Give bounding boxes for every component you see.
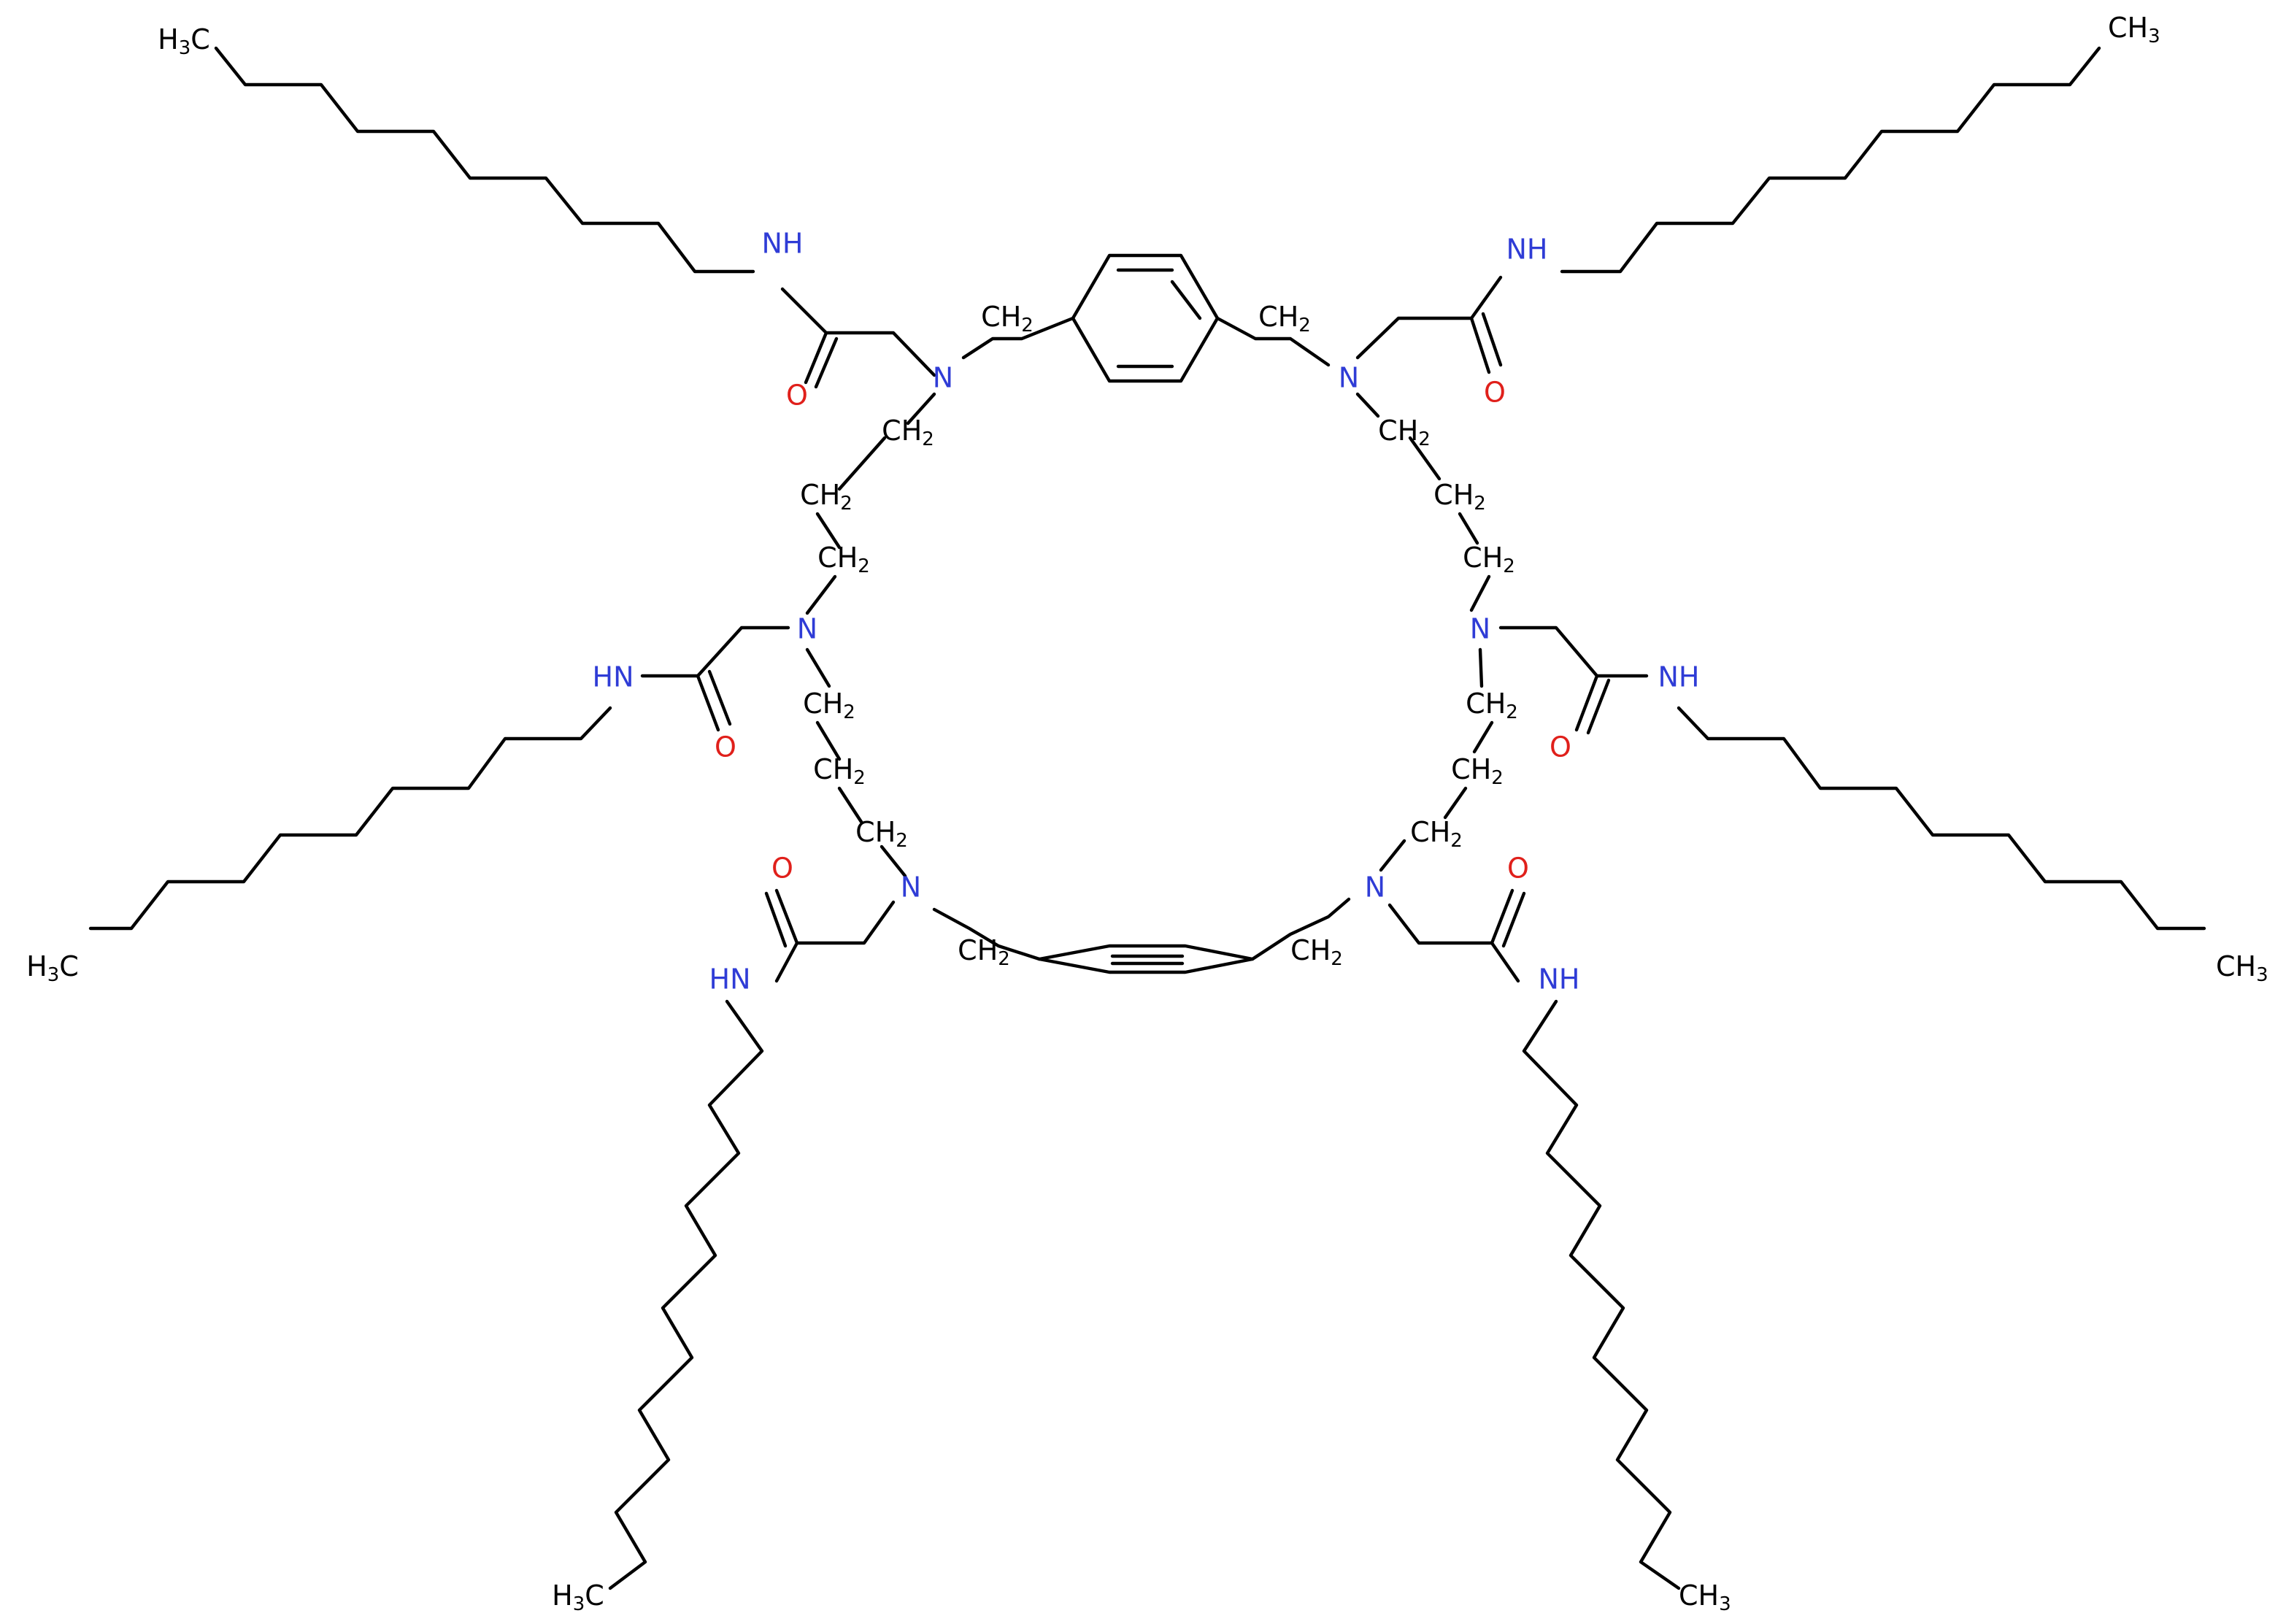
ch3-label-bl: H3C: [552, 1579, 604, 1615]
bond-chain-tl: [214, 46, 755, 274]
o-label-tl: O: [786, 380, 808, 412]
o-label-br: O: [1507, 853, 1529, 885]
bond-amide-tl: [780, 287, 936, 377]
bond-l-walk3: [815, 512, 842, 550]
bond-r-walk4: [1478, 647, 1484, 688]
bond-r-walk8: [1355, 392, 1380, 418]
n-label-6: N: [1470, 613, 1490, 645]
bond-r-walk7: [1408, 436, 1442, 481]
ch2-bottom-left: CH2: [958, 934, 1010, 970]
bond-co2-r: [1586, 678, 1611, 735]
o-label-tr: O: [1484, 377, 1506, 409]
bond-co-tl: [804, 331, 828, 385]
bond-r-walk2: [1443, 786, 1468, 820]
bond-amide-l: [640, 626, 790, 678]
ch2-l5: CH2: [813, 753, 866, 789]
bond-co2-tl: [814, 336, 839, 389]
ch3-label-tl: H3C: [158, 23, 210, 59]
ch2-bottom-right: CH2: [1290, 934, 1343, 970]
ch2-l2: CH2: [800, 479, 852, 515]
bond-amide-br: [1387, 903, 1520, 983]
nh-label-tl: NH: [762, 228, 804, 260]
ch2-l1: CH2: [882, 415, 934, 450]
bond-ring-bot: [1037, 944, 1255, 974]
n-label-3: N: [797, 613, 817, 645]
ch3-label-l: H3C: [26, 950, 79, 986]
bond-amide-bl: [774, 900, 896, 983]
ch2-r2: CH2: [1451, 753, 1504, 789]
o-label-r: O: [1550, 731, 1571, 763]
nh-label-l: HN: [593, 661, 634, 693]
bond-l-walk2: [837, 436, 887, 491]
bond-co-br: [1490, 888, 1514, 945]
nh-label-r: NH: [1658, 661, 1700, 693]
n-label-1: N: [933, 362, 953, 394]
bond-chain-bl: [608, 999, 764, 1590]
n-label-4: N: [901, 871, 921, 904]
ch3-label-r: CH3: [2216, 950, 2268, 986]
bond-l-walk4: [805, 574, 837, 615]
bond-l-walk5: [805, 647, 831, 688]
bond-ring-top-d3: [1170, 280, 1202, 320]
bond-co2-bl: [764, 891, 788, 948]
bond-ch2-tl-link: [961, 316, 1075, 360]
ch2-r5: CH2: [1433, 479, 1486, 515]
ch2-top-left: CH2: [981, 301, 1034, 336]
ch2-r6: CH2: [1378, 415, 1431, 450]
bond-r-walk6: [1458, 512, 1479, 545]
bond-r-walk5: [1469, 574, 1491, 612]
nh-label-br: NH: [1539, 963, 1580, 996]
o-label-l: O: [715, 731, 736, 763]
bond-chain-l: [88, 706, 612, 931]
ch2-top-right: CH2: [1258, 301, 1311, 336]
bond-layer: [88, 46, 2206, 1590]
nh-label-bl: HN: [709, 963, 751, 996]
n-label-5: N: [1365, 871, 1385, 904]
ch2-r3: CH2: [1466, 688, 1518, 723]
bond-chain-tr: [1560, 46, 2101, 274]
ch3-label-br: CH3: [1679, 1579, 1731, 1615]
ch2-l3: CH2: [817, 542, 870, 577]
bond-ch2-bl-link: [932, 907, 1042, 961]
ch2-r1: CH2: [1410, 816, 1463, 852]
bond-l-walk6: [815, 720, 842, 761]
bond-ring-top: [1071, 253, 1220, 383]
bond-r-walk3: [1472, 720, 1494, 754]
bond-chain-br: [1522, 999, 1681, 1590]
bond-l-walk1: [906, 392, 936, 426]
bond-co-bl: [774, 888, 799, 945]
ch2-l4: CH2: [803, 688, 855, 723]
bond-co2-l: [707, 669, 732, 726]
ch2-l6: CH2: [855, 816, 908, 852]
bond-co-r: [1574, 674, 1599, 732]
nh-label-tr: NH: [1506, 234, 1548, 266]
bond-l-walk8: [880, 844, 907, 878]
bond-co2-tr: [1481, 312, 1503, 367]
ch3-label-tr: CH3: [2108, 12, 2160, 47]
n-label-2: N: [1339, 362, 1359, 394]
bond-co-tr: [1469, 316, 1491, 374]
ch2-r4: CH2: [1463, 542, 1515, 577]
bond-ch2-br-link: [1250, 897, 1351, 961]
bond-co-l: [696, 674, 720, 732]
bond-ch2-tr-link: [1215, 316, 1331, 367]
bond-l-walk7: [837, 786, 863, 824]
bond-amide-r: [1498, 626, 1649, 678]
bond-co2-br: [1501, 891, 1526, 948]
bond-r-walk1: [1379, 839, 1406, 872]
bond-amide-tr: [1355, 275, 1503, 360]
o-label-bl: O: [771, 853, 793, 885]
bond-chain-r: [1677, 706, 2206, 931]
